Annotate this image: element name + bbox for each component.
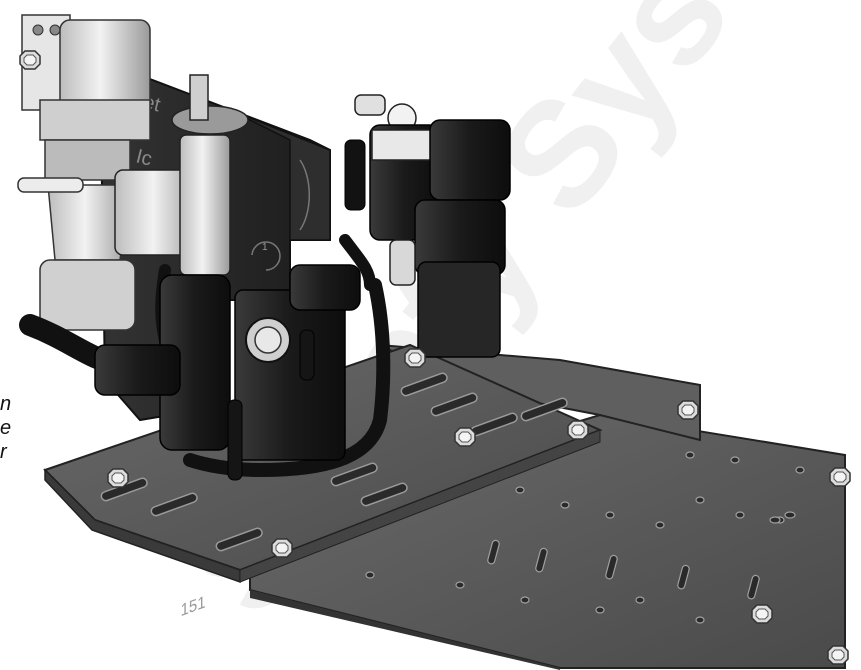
left-edge-text-2: e	[0, 417, 12, 439]
left-edge-text-1: n	[0, 393, 12, 415]
valve-manifold	[94, 74, 361, 481]
filter-valve	[344, 94, 511, 358]
base-plate-part-number: 151	[181, 592, 206, 621]
extension-plate-holes	[365, 451, 805, 624]
panel-brand-text-3: Ic	[134, 146, 154, 171]
left-edge-text-3: r	[0, 441, 7, 463]
panel-label-1: 1	[262, 242, 268, 253]
